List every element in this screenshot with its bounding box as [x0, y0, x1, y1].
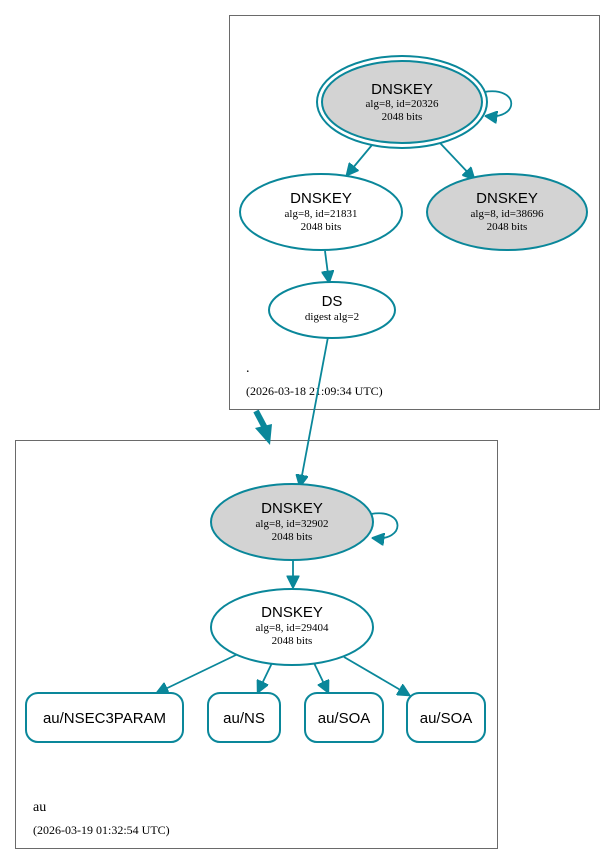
node-root-zsk1[interactable]: DNSKEY alg=8, id=21831 2048 bits: [239, 173, 403, 251]
edge-zsk-to-soa2: [343, 656, 409, 695]
edge-root-ksk-to-zsk1: [347, 144, 373, 175]
edge-delegation: [253, 409, 268, 430]
edge-zsk1-to-ds: [325, 250, 329, 282]
root-ksk-line1: alg=8, id=20326: [366, 98, 439, 110]
edge-delegation-head: [255, 424, 272, 445]
edge-zsk-to-nsec3param: [157, 653, 239, 693]
edge-root-ksk-to-zsk2: [439, 142, 474, 179]
au-zsk-ellipse: [210, 588, 374, 666]
au-ksk-title: DNSKEY: [261, 500, 323, 517]
root-zsk2-line1: alg=8, id=38696: [471, 208, 544, 220]
edges: [157, 90, 513, 695]
au-ksk-line1: alg=8, id=32902: [256, 518, 329, 530]
root-zsk2-ellipse: [426, 173, 588, 251]
zone-au-name: au: [33, 800, 46, 815]
zone-root-timestamp: (2026-03-18 21:09:34 UTC): [246, 384, 383, 398]
root-zsk1-line1: alg=8, id=21831: [285, 208, 358, 220]
node-rr-soa2[interactable]: au/SOA: [406, 692, 486, 743]
root-ksk-line2: 2048 bits: [382, 111, 423, 123]
ds-title: DS: [322, 293, 343, 310]
root-zsk1-ellipse: [239, 173, 403, 251]
node-ds[interactable]: DS digest alg=2: [268, 281, 396, 339]
root-zsk2-title: DNSKEY: [476, 190, 538, 207]
rr-soa1-box: [304, 692, 384, 743]
ds-line1: digest alg=2: [305, 311, 359, 323]
node-au-zsk[interactable]: DNSKEY alg=8, id=29404 2048 bits: [210, 588, 374, 666]
ds-ellipse: [268, 281, 396, 339]
au-ksk-line2: 2048 bits: [272, 531, 313, 543]
au-zsk-line2: 2048 bits: [272, 635, 313, 647]
au-ksk-ellipse: [210, 483, 374, 561]
rr-ns-label: au/NS: [223, 710, 265, 727]
node-rr-ns[interactable]: au/NS: [207, 692, 281, 743]
rr-soa1-label: au/SOA: [318, 710, 371, 727]
au-zsk-title: DNSKEY: [261, 604, 323, 621]
edge-ds-to-au-ksk: [300, 336, 329, 486]
node-rr-nsec3param[interactable]: au/NSEC3PARAM: [25, 692, 184, 743]
zone-au-timestamp: (2026-03-19 01:32:54 UTC): [33, 823, 170, 837]
rr-soa2-label: au/SOA: [420, 710, 473, 727]
root-ksk-ellipse: [321, 60, 483, 144]
node-au-ksk[interactable]: DNSKEY alg=8, id=32902 2048 bits: [210, 483, 374, 561]
rr-ns-box: [207, 692, 281, 743]
root-zsk1-line2: 2048 bits: [301, 221, 342, 233]
node-root-zsk2[interactable]: DNSKEY alg=8, id=38696 2048 bits: [426, 173, 588, 251]
edge-au-ksk-self: [370, 512, 399, 538]
root-zsk2-line2: 2048 bits: [487, 221, 528, 233]
rr-soa2-box: [406, 692, 486, 743]
edge-root-ksk-self: [483, 90, 513, 116]
edge-zsk-to-ns: [258, 662, 273, 692]
au-zsk-line1: alg=8, id=29404: [256, 622, 329, 634]
node-rr-soa1[interactable]: au/SOA: [304, 692, 384, 743]
rr-nsec3param-label: au/NSEC3PARAM: [43, 710, 166, 727]
rr-nsec3param-box: [25, 692, 184, 743]
node-root-ksk[interactable]: DNSKEY alg=8, id=20326 2048 bits: [316, 55, 488, 149]
zone-root-name: .: [246, 361, 250, 376]
root-ksk-title: DNSKEY: [371, 81, 433, 98]
edge-zsk-to-soa1: [313, 662, 328, 692]
root-zsk1-title: DNSKEY: [290, 190, 352, 207]
